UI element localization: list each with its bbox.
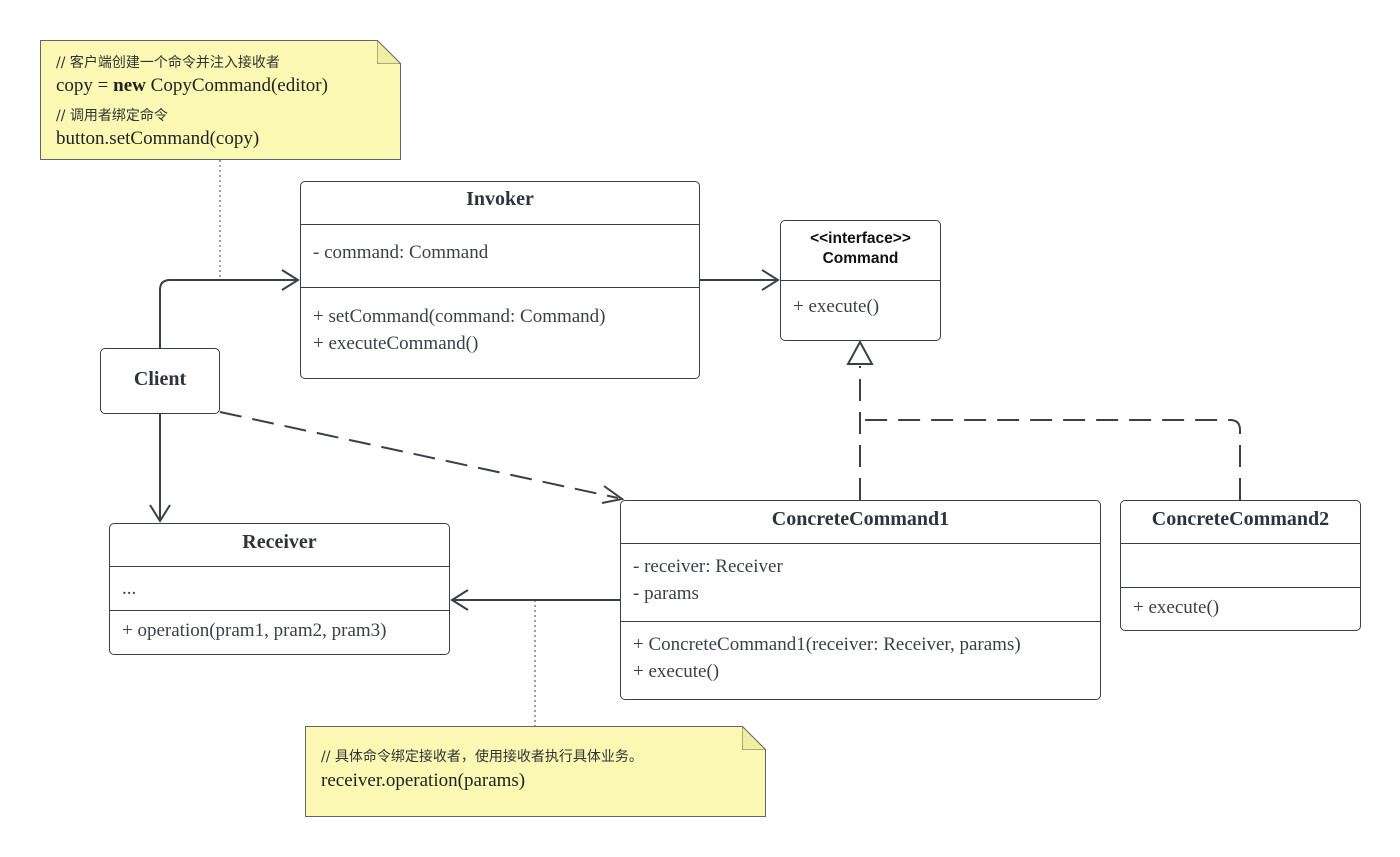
class-divider: [1121, 543, 1360, 544]
class-divider: [110, 566, 449, 567]
class-method: + setCommand(command: Command): [313, 306, 606, 327]
arrowhead-command: [761, 269, 780, 291]
note-code-line: button.setCommand(copy): [56, 128, 260, 149]
arrowhead-concrete1: [601, 485, 625, 504]
note-comment: // 具体命令绑定接收者，使用接收者执行具体业务。: [321, 749, 643, 765]
realization-concrete2: [860, 419, 1241, 500]
class-attribute: - params: [633, 583, 699, 604]
class-concrete-command-1[interactable]: ConcreteCommand1 - receiver: Receiver - …: [620, 500, 1101, 700]
interface-command[interactable]: <<interface>> Command + execute(): [780, 220, 941, 341]
realization-triangle: [846, 339, 874, 365]
class-title: Receiver: [242, 531, 317, 553]
class-receiver[interactable]: Receiver ... + operation(pram1, pram2, p…: [109, 523, 450, 655]
class-divider: [621, 621, 1100, 622]
note-code-prefix: copy =: [56, 75, 114, 96]
arrowhead-invoker: [281, 269, 300, 291]
note-fold-icon: [377, 40, 401, 64]
class-divider: [781, 280, 940, 281]
note-client: // 客户端创建一个命令并注入接收者 copy = new CopyComman…: [40, 40, 401, 160]
class-title: Client: [133, 368, 187, 390]
note-code-line: receiver.operation(params): [321, 770, 526, 791]
note-concrete: // 具体命令绑定接收者，使用接收者执行具体业务。 receiver.opera…: [305, 726, 766, 817]
class-attribute: - command: Command: [313, 242, 489, 263]
class-attribute: ...: [122, 578, 137, 599]
arrowhead-receiver: [149, 504, 171, 523]
class-title: ConcreteCommand2: [1151, 508, 1330, 530]
class-divider: [301, 224, 699, 225]
note-code-keyword: new: [113, 75, 146, 96]
association-client-invoker: [159, 279, 296, 349]
class-client[interactable]: Client: [100, 348, 220, 414]
class-method: + execute(): [633, 661, 720, 682]
class-concrete-command-2[interactable]: ConcreteCommand2 + execute(): [1120, 500, 1361, 631]
class-method: + execute(): [1133, 597, 1220, 618]
class-divider: [301, 287, 699, 288]
class-divider: [110, 610, 449, 611]
note-comment: // 客户端创建一个命令并注入接收者: [56, 55, 280, 71]
arrowhead-receiver-2: [450, 589, 469, 611]
class-attribute: - receiver: Receiver: [633, 556, 783, 577]
class-title: ConcreteCommand1: [771, 508, 950, 530]
class-method: + ConcreteCommand1(receiver: Receiver, p…: [633, 634, 1021, 655]
class-method: + operation(pram1, pram2, pram3): [122, 620, 387, 641]
class-method: + executeCommand(): [313, 333, 479, 354]
interface-title: Command: [822, 250, 899, 267]
class-divider: [621, 543, 1100, 544]
note-code-line: copy = new CopyCommand(editor): [56, 75, 328, 97]
note-code-suffix: CopyCommand(editor): [145, 75, 328, 96]
note-fold-icon: [742, 726, 766, 750]
class-method: + execute(): [793, 296, 880, 317]
note-comment: // 调用者绑定命令: [56, 108, 168, 124]
class-invoker[interactable]: Invoker - command: Command + setCommand(…: [300, 181, 700, 379]
class-divider: [1121, 587, 1360, 588]
class-title: Invoker: [466, 188, 534, 210]
interface-stereotype: <<interface>>: [810, 230, 911, 247]
dependency-client-concrete1: [219, 411, 619, 499]
